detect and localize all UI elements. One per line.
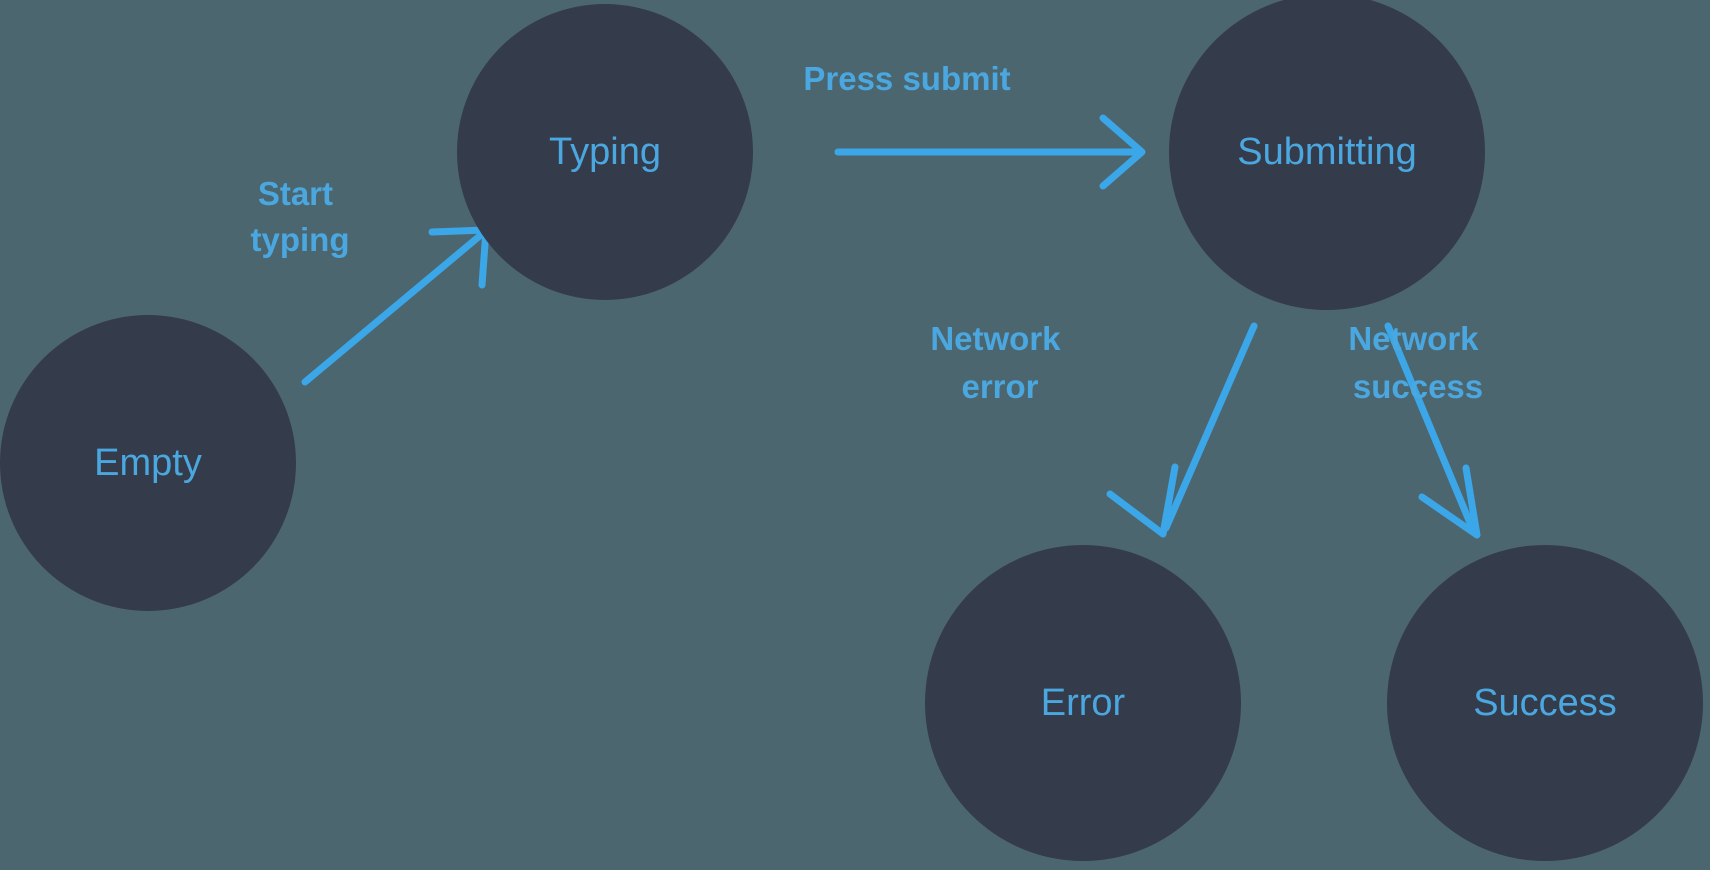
state-node-error[interactable]: Error — [925, 545, 1241, 861]
state-node-typing-label: Typing — [549, 131, 661, 173]
state-node-empty-circle — [0, 315, 296, 611]
transition-network-success-label: Network success — [1348, 320, 1487, 405]
transition-press-submit-label: Press submit — [803, 60, 1010, 97]
transition-start-typing[interactable]: Start typing — [251, 175, 490, 386]
state-node-error-circle — [925, 545, 1241, 861]
state-node-typing[interactable]: Typing — [457, 4, 753, 300]
transition-network-error-line — [1162, 322, 1258, 532]
transition-network-success[interactable]: Network success — [1348, 320, 1487, 539]
transition-start-typing-label: Start typing — [251, 175, 350, 258]
transition-press-submit[interactable]: Press submit — [803, 60, 1146, 190]
state-node-typing-circle — [457, 4, 753, 300]
state-node-success-label: Success — [1473, 682, 1617, 724]
transition-start-typing-line — [301, 230, 486, 386]
state-node-submitting-label: Submitting — [1237, 131, 1417, 173]
transition-network-error-arrowhead — [1106, 463, 1179, 538]
transition-network-success-line — [1384, 322, 1477, 534]
state-node-empty[interactable]: Empty — [0, 315, 296, 611]
transition-press-submit-arrowhead — [1099, 114, 1146, 190]
state-node-success-circle — [1387, 545, 1703, 861]
transition-network-error-label: Network error — [930, 320, 1069, 405]
transition-network-error[interactable]: Network error — [930, 320, 1258, 538]
transition-network-success-arrowhead — [1418, 464, 1481, 539]
state-node-error-label: Error — [1041, 682, 1126, 724]
state-node-submitting[interactable]: Submitting — [1169, 0, 1485, 310]
state-node-empty-label: Empty — [94, 442, 202, 484]
state-node-success[interactable]: Success — [1387, 545, 1703, 861]
state-node-submitting-circle — [1169, 0, 1485, 310]
